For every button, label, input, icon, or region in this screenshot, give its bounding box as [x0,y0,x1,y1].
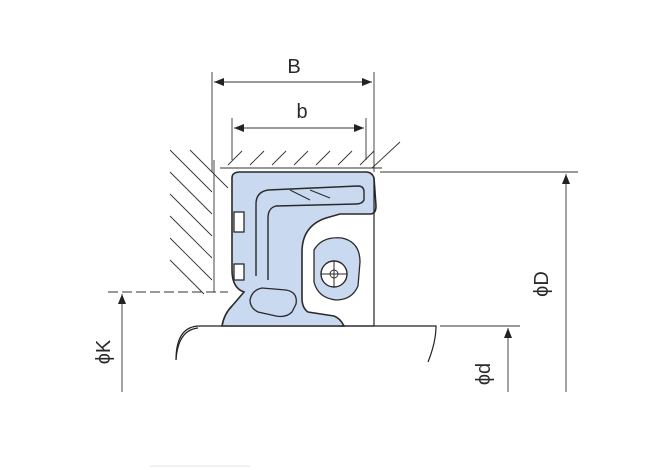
label-d: ϕd [473,363,495,385]
seal-body [221,171,377,327]
insert-detail [289,189,331,201]
garter-spring-icon [320,260,348,288]
dimension-d [440,325,520,392]
label-K: ϕK [93,339,115,364]
label-b: b [296,101,307,123]
dimension-D [380,171,578,392]
shaft [175,325,437,363]
dimension-b [231,118,367,160]
housing-hatch-top [220,141,401,169]
seal-right-edge [340,178,375,327]
dimension-B [211,72,375,172]
seal-outer-shape [221,171,377,327]
dimension-K [108,291,228,392]
housing-hatch-left [169,149,229,295]
metal-insert [255,185,365,280]
seal-lip [249,287,297,318]
seal-tab-lower [233,263,245,281]
label-B: B [287,56,300,78]
seal-tab-upper [233,211,245,233]
label-D: ϕD [531,271,553,297]
